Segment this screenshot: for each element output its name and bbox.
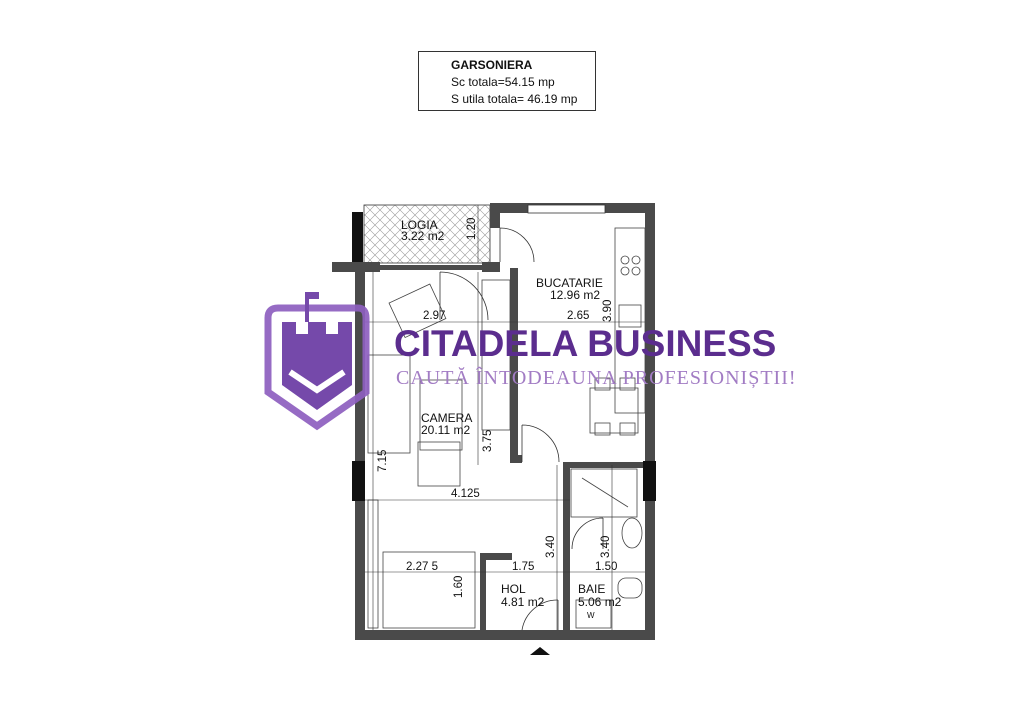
washer-mark: W — [587, 611, 595, 620]
dim-kitchen-width: 2.65 — [567, 310, 589, 322]
kitchen-area: 12.96 m2 — [550, 288, 600, 302]
armchair-top — [388, 283, 447, 339]
area-summary-box: GARSONIERA Sc totala=54.15 mp S utila to… — [418, 51, 596, 111]
bath-name: BAIE — [578, 582, 605, 596]
sink-icon — [618, 304, 642, 328]
hall-name: HOL — [501, 582, 526, 596]
dim-room-width-top: 2.97 — [423, 310, 445, 322]
watermark-slogan: CAUTĂ ÎNTODEAUNA PROFESIONIȘTII! — [396, 366, 797, 389]
dimension-lines — [365, 205, 645, 630]
dim-room-depth: 3.75 — [482, 430, 494, 452]
dim-bed-zone-depth: 1.60 — [453, 576, 465, 598]
sofa — [367, 354, 411, 454]
bath-area: 5.06 m2 — [578, 595, 622, 609]
logia-floor — [363, 204, 491, 264]
stove-icon — [620, 255, 630, 265]
dim-hall-depth: 3.40 — [545, 536, 557, 558]
washbasin-icon — [621, 517, 643, 549]
furniture — [367, 227, 646, 629]
kitchen-counter — [614, 227, 646, 414]
walls — [332, 203, 655, 640]
logia-name: LOGIA — [401, 218, 438, 232]
dining-table — [589, 387, 639, 434]
total-usable-area: S utila totala= 46.19 mp — [451, 92, 578, 106]
dim-bath-depth: 3.40 — [600, 536, 612, 558]
room-name: CAMERA — [421, 411, 472, 425]
bed — [382, 551, 476, 629]
dim-hall-width: 1.75 — [512, 561, 534, 573]
dim-bed-zone-width: 2.27 5 — [406, 561, 438, 573]
room-area: 20.11 m2 — [421, 423, 470, 437]
armchair-bottom — [417, 441, 461, 487]
columns — [352, 212, 656, 501]
kitchen-name: BUCATARIE — [536, 276, 603, 290]
coffee-table — [419, 379, 463, 451]
watermark-brand: CITADELA BUSINESS — [394, 323, 776, 364]
total-built-area: Sc totala=54.15 mp — [451, 75, 555, 89]
doors — [439, 227, 604, 631]
entrance-arrow-icon — [530, 647, 550, 655]
toilet-icon — [617, 577, 643, 599]
washing-machine-icon — [575, 599, 612, 629]
window-kitchen — [527, 204, 606, 214]
shower-tray — [570, 468, 638, 518]
dim-logia-depth: 1.20 — [466, 218, 478, 240]
dim-bath-width: 1.50 — [595, 561, 617, 573]
logia-area: 3.22 m2 — [401, 229, 445, 243]
plan-title: GARSONIERA — [451, 58, 533, 72]
dim-kitchen-depth: 3.90 — [602, 300, 614, 322]
watermark-logo — [264, 292, 370, 431]
dim-total-depth: 7.15 — [377, 450, 389, 472]
hall-area: 4.81 m2 — [501, 595, 545, 609]
dim-room-width: 4.125 — [451, 488, 480, 500]
